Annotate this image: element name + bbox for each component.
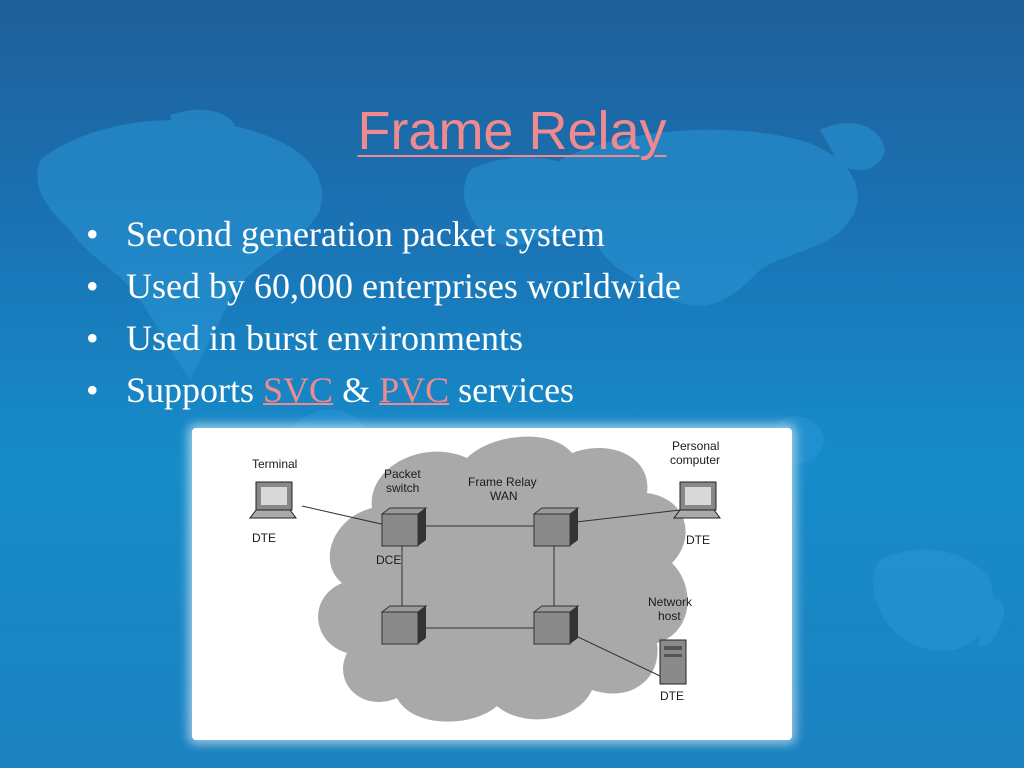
bullet-text-prefix: Supports — [126, 370, 255, 410]
frame-relay-diagram: Terminal DTE Packet switch Frame Relay W… — [192, 428, 792, 740]
label-wan-2: WAN — [490, 489, 518, 503]
list-item: • Used in burst environments — [86, 312, 681, 364]
switch-bottom-left — [380, 605, 428, 645]
svc-link[interactable]: SVC — [263, 370, 334, 410]
bullet-dot: • — [86, 318, 99, 358]
label-network-1: Network — [648, 595, 693, 609]
pvc-link[interactable]: PVC — [379, 370, 450, 410]
list-item: • Supports SVC & PVC services — [86, 364, 681, 416]
label-dte-terminal: DTE — [252, 531, 276, 545]
slide-title: Frame Relay — [357, 101, 667, 161]
bullet-text: Used in burst environments — [126, 318, 523, 358]
terminal-icon — [249, 481, 297, 519]
list-item: • Second generation packet system — [86, 208, 681, 260]
label-dce: DCE — [376, 553, 401, 567]
switch-top-right — [532, 507, 580, 547]
bullet-text: Second generation packet system — [126, 214, 605, 254]
bullet-dot: • — [86, 370, 99, 410]
bullet-text-suffix: services — [458, 370, 575, 410]
network-diagram: Terminal DTE Packet switch Frame Relay W… — [249, 436, 721, 722]
link-pc — [575, 509, 681, 523]
link-terminal — [301, 505, 391, 527]
label-dte-pc: DTE — [686, 533, 710, 547]
label-packet-switch-1: Packet — [384, 467, 421, 481]
label-personal-2: computer — [670, 453, 720, 467]
label-personal-1: Personal — [672, 439, 719, 453]
bullet-list: • Second generation packet system • Used… — [86, 208, 681, 416]
personal-computer-icon — [673, 481, 721, 519]
label-packet-switch-2: switch — [386, 481, 419, 495]
ampersand: & — [342, 370, 371, 410]
link-host — [575, 635, 661, 677]
switch-bottom-right — [532, 605, 580, 645]
bullet-dot: • — [86, 214, 99, 254]
switch-top-left — [380, 507, 428, 547]
label-terminal: Terminal — [252, 457, 297, 471]
bullet-dot: • — [86, 266, 99, 306]
label-dte-host: DTE — [660, 689, 684, 703]
label-network-2: host — [658, 609, 681, 623]
list-item: • Used by 60,000 enterprises worldwide — [86, 260, 681, 312]
label-wan-1: Frame Relay — [468, 475, 537, 489]
bullet-text: Used by 60,000 enterprises worldwide — [126, 266, 681, 306]
network-host-icon — [659, 639, 687, 685]
